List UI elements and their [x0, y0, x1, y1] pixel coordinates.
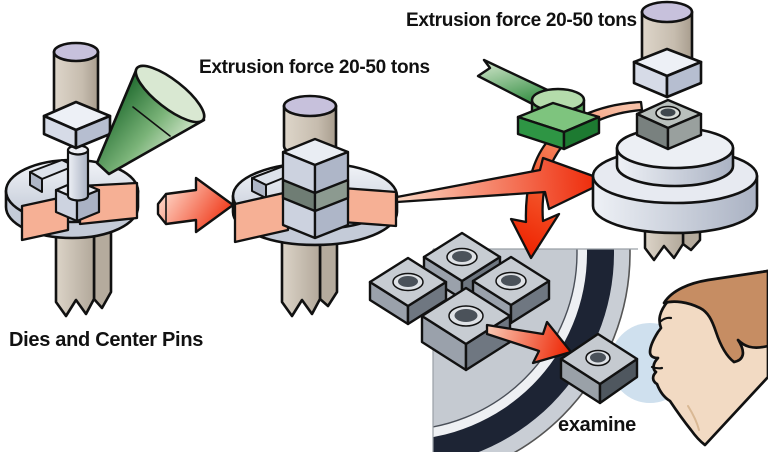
- stage2-assembly: [231, 94, 399, 318]
- stage3-upper-punch: [632, 0, 703, 99]
- extruded-parts: [368, 231, 551, 372]
- inspector-hair: [662, 269, 768, 364]
- stage2-cross-section-left: [233, 190, 290, 244]
- stage1-die: [4, 144, 140, 242]
- part-left: [368, 256, 448, 326]
- powder-funnel: [95, 64, 206, 176]
- stage2-compressed-stack: [281, 137, 350, 240]
- ejector-lever: [476, 58, 601, 151]
- examined-part: [559, 332, 639, 405]
- inspector-head: [648, 269, 768, 447]
- inspector-brow-line: [659, 316, 673, 323]
- ejected-part: [635, 98, 703, 151]
- label-examine: examine: [558, 414, 636, 436]
- stage1-center-pin: [66, 144, 90, 202]
- long-transfer-arrow: [395, 156, 609, 211]
- arrow-to-examine: [485, 320, 573, 365]
- stage1-upper-punch: [42, 41, 112, 150]
- inspector-lip-line: [650, 365, 664, 370]
- stage3-die: [591, 126, 759, 235]
- stage1-assembly: [4, 41, 206, 318]
- part-right: [471, 255, 551, 325]
- label-extrusion-force-mid: Extrusion force 20-50 tons: [199, 57, 430, 78]
- stage2-cross-section-right: [340, 186, 398, 228]
- arrow-stage1-to-stage2: [156, 176, 235, 234]
- compressed-layer-right: [313, 178, 350, 213]
- label-extrusion-force-right: Extrusion force 20-50 tons: [406, 10, 637, 31]
- inspector-neck-shadow: [687, 405, 700, 431]
- stage1-lower-punch-shaft: [54, 220, 113, 318]
- label-dies-and-center-pins: Dies and Center Pins: [9, 329, 204, 351]
- stage3-assembly: [476, 0, 759, 262]
